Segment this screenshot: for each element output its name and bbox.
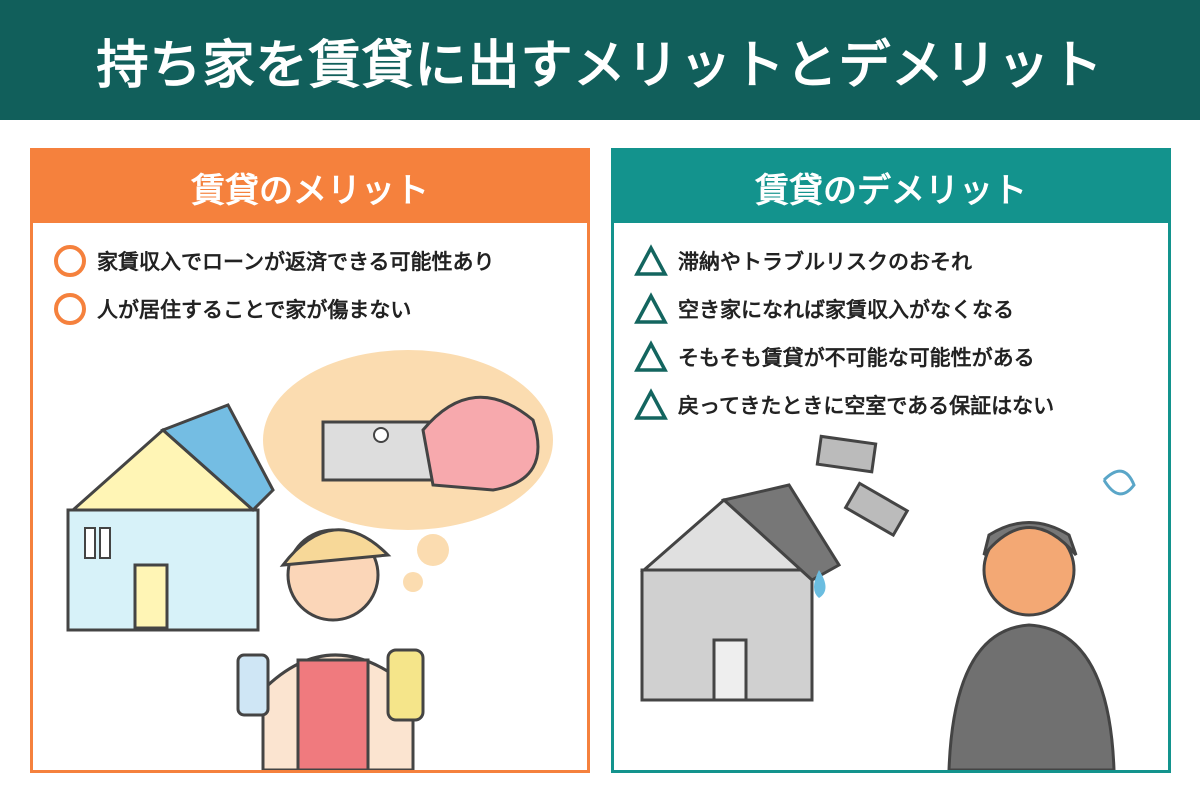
list-item: 滞納やトラブルリスクのおそれ bbox=[634, 237, 1168, 285]
triangle-icon bbox=[634, 388, 668, 420]
demerits-panel: 賃貸のデメリット 滞納やトラブルリスクのおそれ 空き家になれば家賃収入がなくなる… bbox=[611, 148, 1171, 773]
triangle-icon bbox=[634, 340, 668, 372]
list-item: 家賃収入でローンが返済できる可能性あり bbox=[53, 237, 587, 285]
demerit-illustration bbox=[640, 434, 1136, 770]
page-title: 持ち家を賃貸に出すメリットとデメリット bbox=[96, 35, 1104, 96]
list-item: 空き家になれば家賃収入がなくなる bbox=[634, 285, 1168, 333]
thought-bubble-illustration bbox=[263, 350, 553, 592]
circle-icon bbox=[54, 245, 86, 277]
title-banner: 持ち家を賃貸に出すメリットとデメリット bbox=[0, 0, 1200, 120]
demerit-text: 戻ってきたときに空室である保証はない bbox=[678, 394, 1055, 418]
gray-house-illustration bbox=[640, 483, 842, 702]
merit-text: 人が居住することで家が傷まない bbox=[97, 298, 412, 322]
triangle-icon bbox=[634, 244, 668, 276]
demerit-text: 滞納やトラブルリスクのおそれ bbox=[678, 250, 972, 274]
list-item: そもそも賃貸が不可能な可能性がある bbox=[634, 333, 1168, 381]
woman-cleaning-illustration bbox=[236, 528, 425, 770]
demerits-heading: 賃貸のデメリット bbox=[614, 151, 1168, 223]
merit-text: 家賃収入でローンが返済できる可能性あり bbox=[97, 250, 495, 274]
flying-money-illustration bbox=[815, 434, 910, 538]
merits-panel: 賃貸のメリット 家賃収入でローンが返済できる可能性あり 人が居住することで家が傷… bbox=[30, 148, 590, 773]
house-illustration bbox=[66, 403, 275, 632]
merits-heading: 賃貸のメリット bbox=[33, 151, 587, 223]
demerit-text: そもそも賃貸が不可能な可能性がある bbox=[678, 346, 1035, 370]
circle-icon bbox=[54, 293, 86, 325]
list-item: 戻ってきたときに空室である保証はない bbox=[634, 381, 1168, 429]
demerit-text: 空き家になれば家賃収入がなくなる bbox=[678, 298, 1014, 322]
triangle-icon bbox=[634, 292, 668, 324]
worried-man-illustration bbox=[947, 469, 1136, 770]
merit-illustration bbox=[66, 350, 553, 770]
list-item: 人が居住することで家が傷まない bbox=[53, 285, 587, 333]
